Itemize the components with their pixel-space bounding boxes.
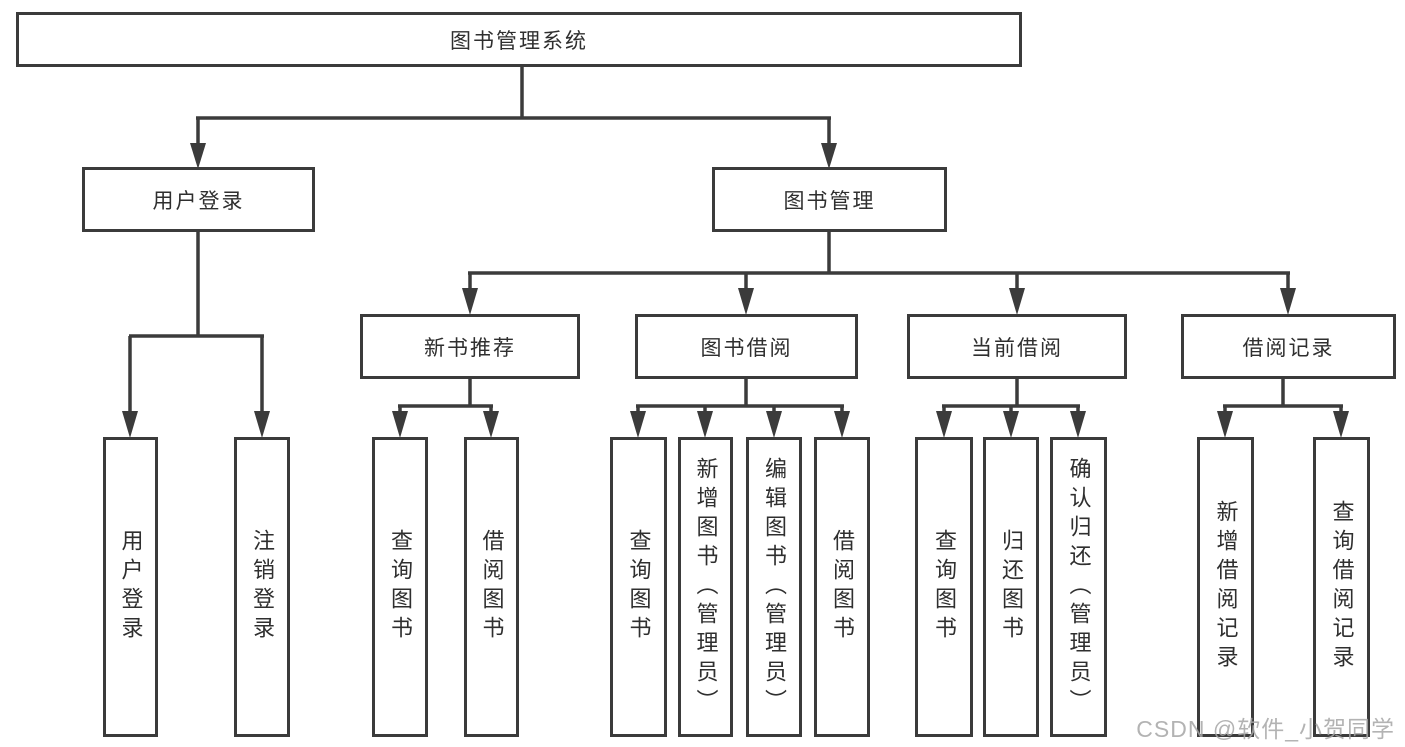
arrowhead-down — [821, 143, 837, 169]
arrowhead-down — [1217, 411, 1233, 438]
leaf-query-books-recommend-label: 查询图书 — [388, 529, 413, 645]
arrowhead-down — [462, 288, 478, 315]
arrowhead-down — [392, 411, 408, 438]
connector-path — [636, 379, 844, 414]
connector-borrowing-records-children — [1217, 379, 1349, 438]
node-book-borrowing-label: 图书借阅 — [700, 336, 793, 360]
arrowhead-down — [936, 411, 952, 438]
leaf-user-login-label: 用户登录 — [118, 529, 144, 645]
leaf-query-books-current: 查询图书 — [915, 437, 973, 737]
connector-current-borrowing-children — [936, 379, 1086, 438]
arrowhead-down — [122, 411, 138, 438]
connector-path — [1223, 379, 1343, 414]
node-book-borrowing: 图书借阅 — [635, 314, 858, 379]
arrowhead-down — [190, 143, 206, 169]
connector-new-book-recommend-children — [392, 379, 499, 438]
watermark-text: CSDN @软件_小贺同学 — [1136, 716, 1395, 742]
leaf-borrow-books-recommend-label: 借阅图书 — [479, 529, 505, 645]
leaf-confirm-return-admin: 确认归还（管理员） — [1050, 437, 1107, 737]
leaf-add-books-admin: 新增图书（管理员） — [678, 437, 733, 737]
node-borrowing-records: 借阅记录 — [1181, 314, 1396, 379]
connector-path — [468, 232, 1290, 291]
arrowhead-down — [254, 411, 270, 438]
node-current-borrowing-label: 当前借阅 — [971, 336, 1063, 360]
arrowhead-down — [1333, 411, 1349, 438]
leaf-logout: 注销登录 — [234, 437, 290, 737]
leaf-query-books-recommend: 查询图书 — [372, 437, 428, 737]
leaf-query-books-borrowing-label: 查询图书 — [626, 529, 652, 645]
node-current-borrowing: 当前借阅 — [907, 314, 1127, 379]
arrowhead-down — [483, 411, 499, 438]
arrowhead-down — [738, 288, 754, 315]
connector-book-borrowing-children — [630, 379, 850, 438]
node-root-label: 图书管理系统 — [450, 29, 588, 53]
leaf-query-books-borrowing: 查询图书 — [610, 437, 667, 737]
leaf-edit-books-admin: 编辑图书（管理员） — [746, 437, 802, 737]
node-borrowing-records-label: 借阅记录 — [1242, 336, 1335, 360]
node-user-login: 用户登录 — [82, 167, 315, 232]
connector-user-login-children — [122, 232, 270, 438]
connector-root-to-level2 — [190, 67, 837, 169]
arrowhead-down — [1280, 288, 1296, 315]
leaf-borrow-books-borrowing: 借阅图书 — [814, 437, 870, 737]
connector-path — [398, 379, 493, 414]
leaf-user-login: 用户登录 — [103, 437, 158, 737]
arrowhead-down — [697, 411, 713, 438]
leaf-logout-label: 注销登录 — [250, 529, 275, 645]
connector-path — [128, 232, 264, 414]
node-user-login-label: 用户登录 — [152, 189, 245, 213]
leaf-borrow-books-borrowing-label: 借阅图书 — [830, 529, 855, 645]
leaf-query-borrow-record: 查询借阅记录 — [1313, 437, 1370, 737]
leaf-edit-books-admin-label: 编辑图书（管理员） — [762, 456, 787, 718]
node-book-management: 图书管理 — [712, 167, 947, 232]
leaf-return-books-label: 归还图书 — [999, 529, 1024, 645]
arrowhead-down — [834, 411, 850, 438]
arrowhead-down — [1009, 288, 1025, 315]
connector-path — [196, 67, 831, 146]
node-book-management-label: 图书管理 — [783, 189, 876, 213]
node-new-book-recommend: 新书推荐 — [360, 314, 580, 379]
leaf-return-books: 归还图书 — [983, 437, 1039, 737]
connector-book-management-children — [462, 232, 1296, 315]
leaf-query-borrow-record-label: 查询借阅记录 — [1329, 500, 1355, 674]
connector-path — [942, 379, 1080, 414]
arrowhead-down — [766, 411, 782, 438]
node-root: 图书管理系统 — [16, 12, 1022, 67]
leaf-add-books-admin-label: 新增图书（管理员） — [693, 456, 719, 718]
leaf-borrow-books-recommend: 借阅图书 — [464, 437, 519, 737]
leaf-confirm-return-admin-label: 确认归还（管理员） — [1066, 456, 1092, 718]
leaf-query-books-current-label: 查询图书 — [932, 529, 957, 645]
leaf-add-borrow-record-label: 新增借阅记录 — [1213, 500, 1239, 674]
arrowhead-down — [1003, 411, 1019, 438]
leaf-add-borrow-record: 新增借阅记录 — [1197, 437, 1254, 737]
arrowhead-down — [1070, 411, 1086, 438]
node-new-book-recommend-label: 新书推荐 — [424, 336, 516, 360]
arrowhead-down — [630, 411, 646, 438]
